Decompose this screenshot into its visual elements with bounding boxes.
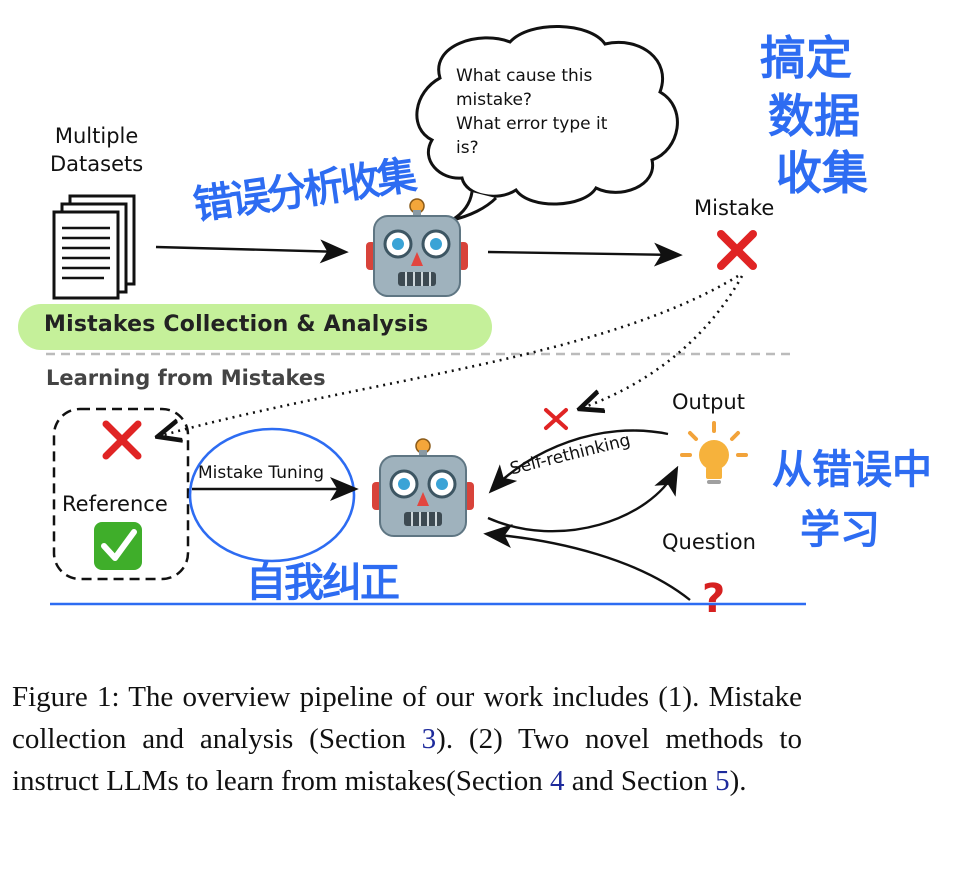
caption-part3: and Section: [564, 765, 716, 798]
handwriting-bottom-right-line2: 学习: [800, 507, 880, 553]
caption-part2: ). (2) Two novel methods to instruct LLM…: [12, 723, 802, 798]
collection-pill: [18, 304, 492, 350]
arrow-question-to-robot: [483, 524, 691, 601]
question-mark-icon: ?: [702, 576, 725, 622]
arrow-robot-to-output: [487, 465, 679, 533]
caption-part1: Figure 1: The overview pipeline of our w…: [12, 681, 802, 756]
handwriting-bottom-right-line1: 从错误中: [772, 447, 932, 493]
arrow-robot-to-mistake: [487, 242, 683, 267]
caption-part4: ).: [729, 765, 747, 798]
cloud-text: What cause this mistake? What error type…: [456, 64, 607, 161]
reference-label: Reference: [62, 492, 168, 516]
handwriting-top-right: 搞定 数据 收集: [760, 30, 868, 203]
caption-ref-section5[interactable]: 5: [715, 765, 730, 798]
handwriting-bottom-right: 从错误中 学习: [772, 440, 932, 560]
mistake-tuning-highlight: [188, 427, 356, 563]
handwriting-bottom-center: 自我纠正: [246, 560, 400, 606]
tuning-label: Mistake Tuning: [198, 463, 325, 483]
thought-cloud-icon: [415, 25, 679, 222]
arrow-output-to-robot: [488, 429, 669, 494]
cross-icon: [102, 420, 142, 460]
question-label: Question: [662, 530, 756, 554]
section-title: Learning from Mistakes: [46, 366, 326, 390]
handwriting-top-right-line3: 收集: [776, 146, 868, 200]
handwriting-top-right-line2: 数据: [768, 88, 860, 143]
caption-ref-section3[interactable]: 3: [421, 723, 437, 756]
pill-label: Mistakes Collection & Analysis: [44, 312, 429, 337]
arrow-datasets-to-robot: [155, 239, 349, 264]
dotted-arrow-to-output: [582, 275, 744, 408]
reference-box: [52, 407, 190, 581]
datasets-label-line2: Datasets: [50, 152, 144, 177]
cloud-line: What cause this: [456, 66, 593, 86]
cross-icon: [717, 230, 757, 270]
check-icon: [94, 522, 142, 570]
mistake-label: Mistake: [694, 196, 775, 220]
cloud-line: What error type it: [456, 114, 608, 135]
robot-icon: [372, 438, 474, 537]
datasets-label-line1: Multiple: [54, 124, 139, 148]
cloud-line: mistake?: [456, 90, 532, 111]
caption-ref-section4[interactable]: 4: [550, 765, 565, 798]
cross-icon: [544, 408, 568, 430]
datasets-label: Multiple Datasets: [50, 122, 143, 179]
figure-caption: Figure 1: The overview pipeline of our w…: [12, 676, 802, 802]
dotted-arrow-to-reference: [160, 274, 739, 436]
output-label: Output: [672, 390, 745, 414]
cloud-line: is?: [456, 138, 479, 159]
lightbulb-icon: [680, 421, 748, 484]
robot-icon: [366, 198, 468, 297]
documents-icon: [52, 194, 136, 300]
handwriting-top-right-line1: 搞定: [760, 31, 852, 85]
